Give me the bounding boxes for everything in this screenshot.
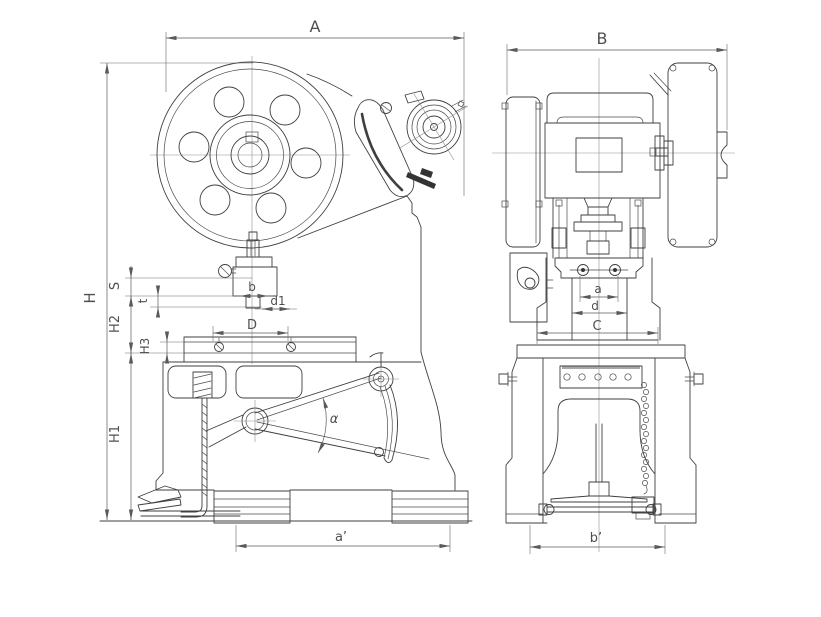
clutch-lever-box [509,252,554,323]
dimension-B: B [506,29,728,130]
centerlines-right [492,58,735,552]
punch-shank [245,295,261,309]
dim-label-S: S [108,282,123,290]
treadle-linkage [180,371,247,518]
ram-assembly [218,231,278,309]
dim-label-H2: H2 [108,315,123,333]
legs-feet [498,371,704,524]
bolster-bed [183,336,357,363]
dim-label-B: B [597,29,608,48]
front-view: B a d C b’ [492,29,735,554]
dim-label-H3: H3 [138,338,152,355]
motor-bolt-icon [380,102,392,114]
lower-column [536,257,661,341]
dim-label-H1: H1 [108,425,123,443]
chain [641,382,649,495]
dim-label-H: H [81,292,99,303]
flywheel [156,61,344,249]
die-clamp-plate [559,365,643,389]
dimension-d: d [572,299,627,316]
c-frame-body [155,73,456,491]
dimension-A: A [165,17,465,196]
adjust-knob-icon [218,264,232,278]
dimension-b-prime: b’ [529,525,666,554]
dim-label-t: t [136,298,150,303]
motor-assembly [353,90,469,198]
side-view: A H S t H2 H3 H1 [81,17,473,552]
foot-pedal [137,485,241,517]
bed-table [511,339,691,524]
dimension-a: a [579,276,619,302]
jack-tierod-chain [538,382,662,520]
dim-label-a: a [594,282,601,296]
dim-label-D: D [247,318,257,333]
dimension-d1: d1 [255,294,297,312]
dimension-C: C [536,319,659,344]
dim-label-d: d [591,299,599,313]
flywheel-guard-panel [667,62,728,248]
dim-label-A: A [310,17,321,36]
dim-label-C: C [592,319,601,334]
rocker-sector [234,352,399,463]
dim-label-alpha: α [330,412,339,427]
crown-housing [544,72,674,199]
dim-label-d1: d1 [270,294,285,308]
dim-label-a-prime: a’ [335,530,347,545]
dimension-b: b [240,280,268,299]
dim-label-b-prime: b’ [590,531,602,546]
base-feet [99,489,473,524]
drive-belt [360,112,404,192]
ram-plate [554,257,644,279]
dimension-H-chain: H S t H2 H3 H1 [81,62,273,520]
dimension-alpha: α [256,377,430,460]
dim-label-b: b [248,280,256,294]
dimension-D: D [212,318,289,341]
centerlines-left [150,56,350,364]
upper-column [551,197,646,259]
dimension-a-prime: a’ [235,525,451,552]
motor-side-panel [501,96,543,248]
